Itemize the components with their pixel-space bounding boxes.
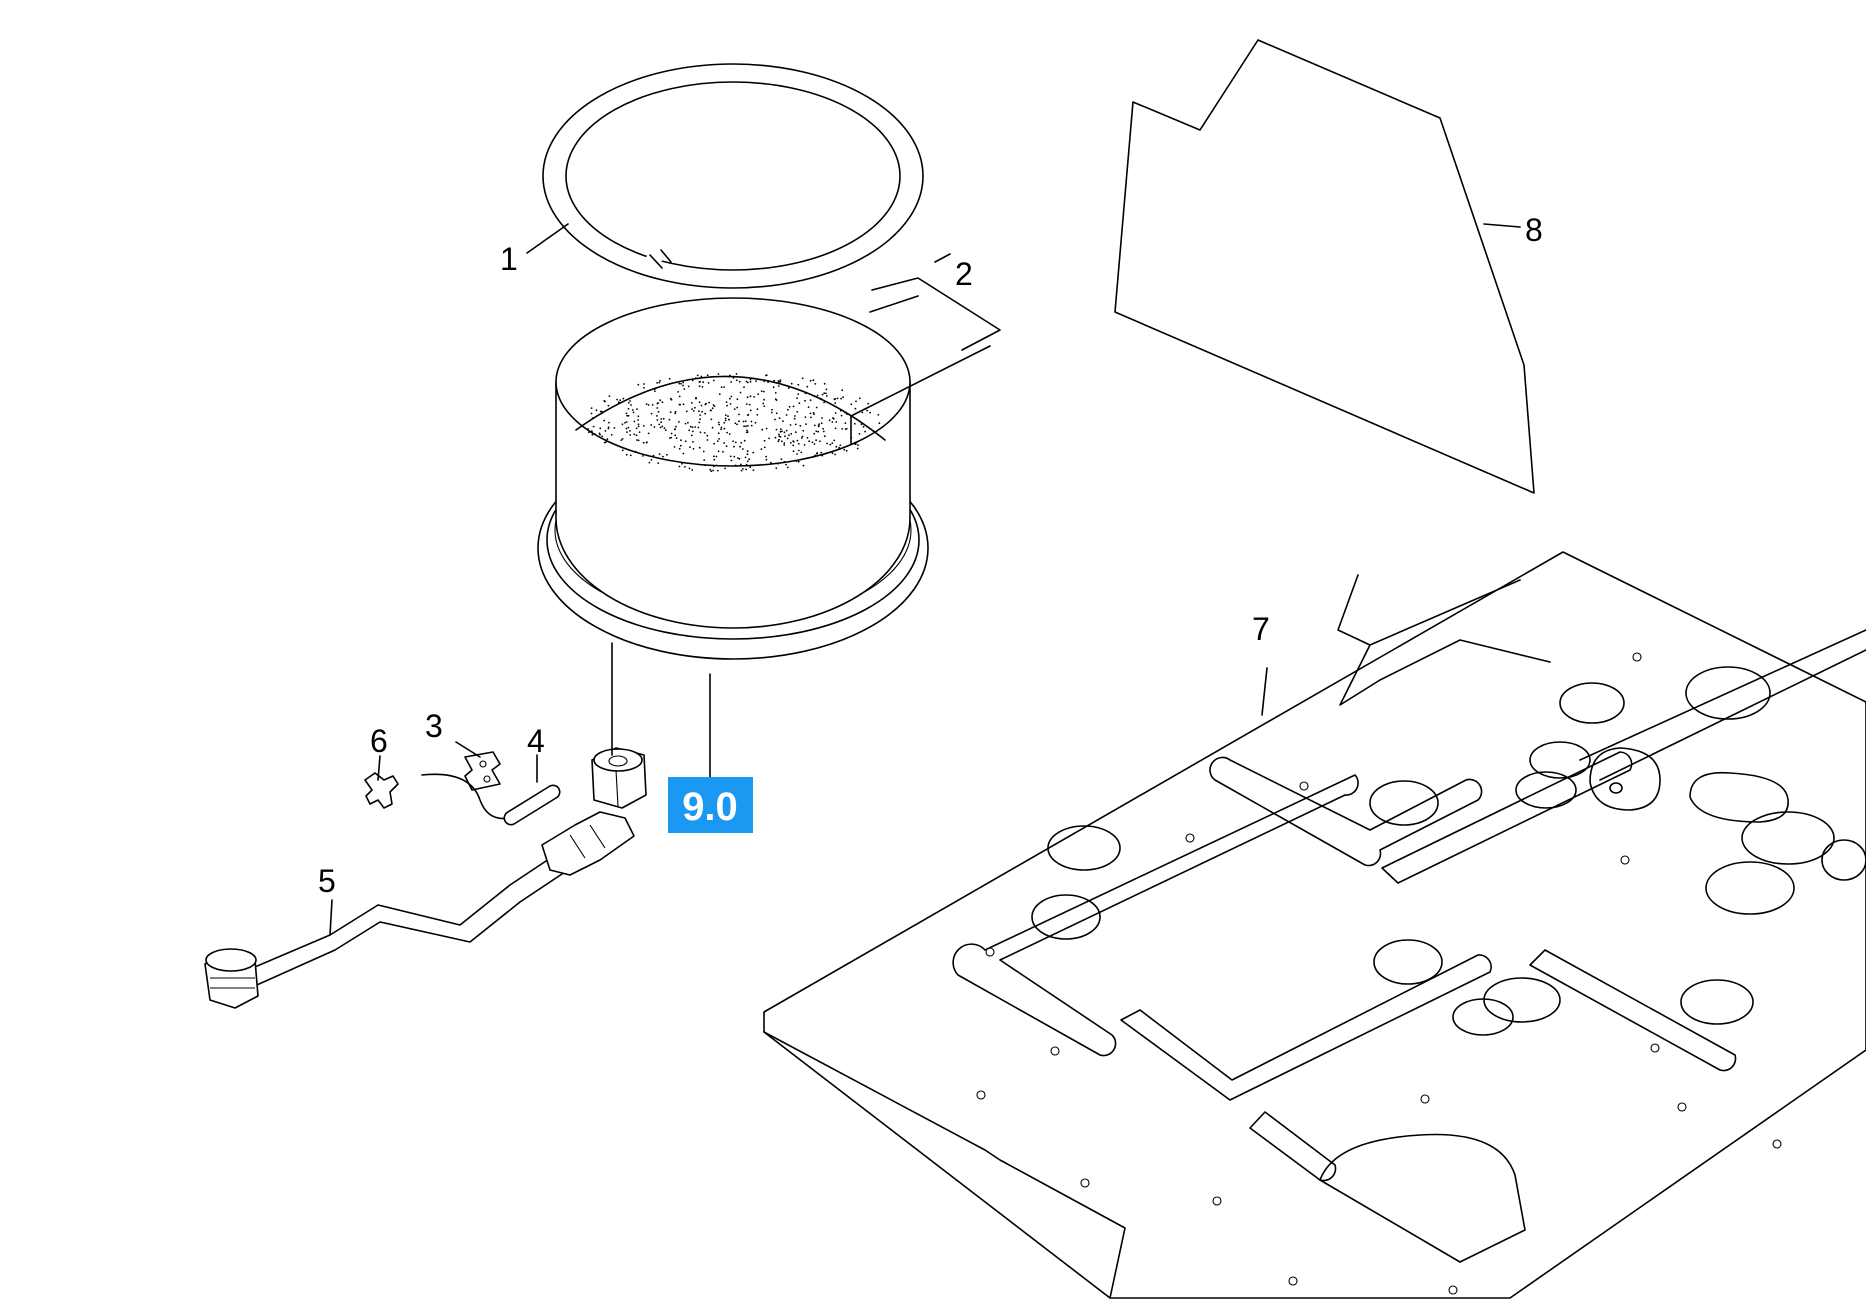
callout-4: 4 [527, 723, 545, 759]
part-4-sensor-probe [421, 773, 561, 826]
callout-1: 1 [500, 241, 518, 277]
badge-label: 9.0 [682, 785, 738, 829]
callout-8: 8 [1525, 212, 1543, 248]
part-6-clip [364, 772, 399, 809]
badge-background [668, 777, 753, 833]
leader-lines [329, 223, 1521, 936]
part-5-supply-line [204, 811, 635, 1009]
callout-3: 3 [425, 708, 443, 744]
part-2-filter-basket [537, 297, 929, 660]
callout-labels: 1 2 3 4 5 6 7 8 [318, 212, 1543, 899]
part-9-connector-nut [591, 747, 647, 809]
part-8-insulation-sheet [1114, 39, 1535, 494]
part-3-bracket [464, 751, 501, 791]
callout-2: 2 [955, 256, 973, 292]
highlight-badge-9-0[interactable]: 9.0 [668, 777, 753, 833]
mesh-texture [587, 373, 881, 473]
part-1-ring-seal [542, 63, 924, 289]
part-7-base-plate [763, 551, 1866, 1299]
callout-7: 7 [1252, 611, 1270, 647]
callout-5: 5 [318, 863, 336, 899]
callout-6: 6 [370, 723, 388, 759]
